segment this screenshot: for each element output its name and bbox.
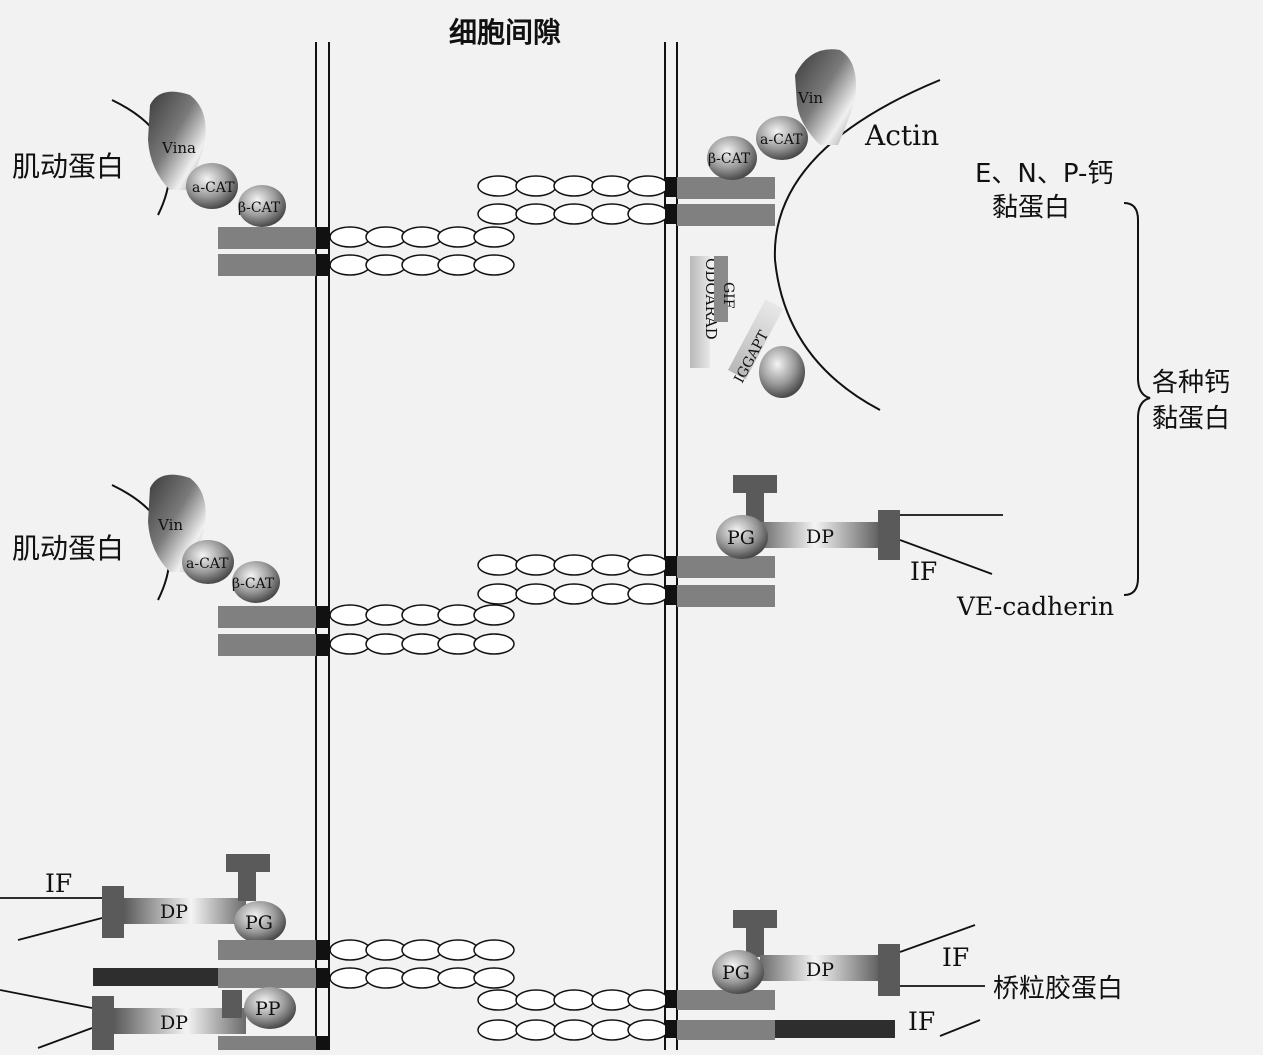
alpha-catenin-ball-3 <box>182 540 234 584</box>
intermediate-filament-3b <box>37 1027 93 1049</box>
intermediate-filament-4a <box>899 924 976 953</box>
desmoplakin-anchor-3 <box>92 996 114 1050</box>
desmoplakin-bar-2 <box>124 898 246 924</box>
beta-cat-label-2: β-CAT <box>708 151 751 167</box>
left-membrane <box>315 42 330 1050</box>
vinculin-shape-2 <box>795 49 856 145</box>
right-cadherin-bars-2 <box>665 556 775 607</box>
alpha-cat-label-2: a-CAT <box>760 132 803 148</box>
sequence-ball <box>759 346 805 398</box>
enp-cadherin-label-line2: 黏蛋白 <box>992 193 1070 223</box>
title-intercellular-space: 细胞间隙 <box>449 16 561 49</box>
dp-label-3: DP <box>160 1012 188 1034</box>
if-label-2: IF <box>45 869 72 898</box>
myosin-label-1: 肌动蛋白 <box>12 150 124 183</box>
desmosome-cadherin-label: 桥粒胶蛋白 <box>993 974 1123 1004</box>
pg-label-2: PG <box>245 912 273 934</box>
alpha-cat-label-1: a-CAT <box>192 180 235 196</box>
plakophilin-t-cap <box>222 990 242 1018</box>
vinculin-shape-1 <box>148 91 206 190</box>
actin-filament-arc-right <box>773 79 941 411</box>
beta-catenin-ball-2 <box>707 136 757 180</box>
cadherin-brace <box>1123 202 1151 596</box>
left-cadherin-bars-1 <box>218 227 329 276</box>
plakoglobin-ball-1 <box>716 515 768 559</box>
vin-label-1: Vina <box>161 139 196 157</box>
pp-label: PP <box>255 998 281 1020</box>
desmoplakin-anchor-4 <box>878 944 900 996</box>
beta-catenin-ball-3 <box>232 561 280 603</box>
pg-label-1: PG <box>727 527 755 549</box>
enp-cadherin-label-line1: E、N、P-钙 <box>975 159 1113 189</box>
intermediate-filament-1b <box>899 539 993 575</box>
if-label-1: IF <box>910 557 937 586</box>
right-cadherin-bars-1 <box>665 177 775 226</box>
plakoglobin-ball-3 <box>712 950 764 994</box>
beta-catenin-ball-1 <box>238 185 286 227</box>
desmoplakin-bar-1 <box>760 522 882 548</box>
desmoplakin-bar-4 <box>760 955 882 981</box>
plakophilin-ball <box>244 987 296 1029</box>
pg-label-3: PG <box>722 962 750 984</box>
dp-label-1: DP <box>806 526 834 548</box>
desmosome-ectodomain-chain <box>329 939 669 1041</box>
intermediate-filament-3a <box>0 989 93 1009</box>
desmoplakin-anchor-1 <box>878 510 900 560</box>
dp-label-4: DP <box>806 959 834 981</box>
various-cadherin-label-line1: 各种钙 <box>1152 368 1230 398</box>
plakoglobin-t-cap-3 <box>733 910 777 957</box>
right-desmosome-bars <box>665 990 895 1040</box>
myosin-label-2: 肌动蛋白 <box>12 532 124 565</box>
plakoglobin-ball-2 <box>234 901 286 943</box>
plakoglobin-t-cap-2 <box>226 854 270 901</box>
desmoplakin-anchor-2 <box>102 886 124 938</box>
alpha-catenin-ball-1 <box>186 163 238 209</box>
beta-cat-label-1: β-CAT <box>238 200 281 216</box>
cadherin-ectodomain-chain-2 <box>329 554 669 655</box>
sequence-bar-2 <box>714 256 728 322</box>
intermediate-filament-5 <box>939 1019 981 1037</box>
sequence-label-2: GIF <box>720 282 736 309</box>
vin-label-2: Vin <box>797 89 823 107</box>
sequence-bar-1 <box>690 256 710 368</box>
ve-cadherin-label: VE-cadherin <box>956 592 1114 621</box>
left-desmosome-bars <box>93 940 329 1050</box>
if-label-4: IF <box>908 1007 935 1036</box>
left-cadherin-bars-2 <box>218 606 329 656</box>
various-cadherin-label-line2: 黏蛋白 <box>1152 404 1230 434</box>
beta-cat-label-3: β-CAT <box>232 576 275 592</box>
sequence-bar-3 <box>728 299 784 380</box>
if-label-3: IF <box>942 943 969 972</box>
alpha-catenin-ball-2 <box>756 116 808 160</box>
intermediate-filament-2b <box>17 917 103 941</box>
plakoglobin-t-cap-1 <box>733 475 777 524</box>
actin-label: Actin <box>864 119 939 152</box>
alpha-cat-label-3: a-CAT <box>186 556 229 572</box>
dp-label-2: DP <box>160 901 188 923</box>
vin-label-3: Vin <box>157 516 183 534</box>
cadherin-ectodomain-chain-1 <box>329 175 669 276</box>
